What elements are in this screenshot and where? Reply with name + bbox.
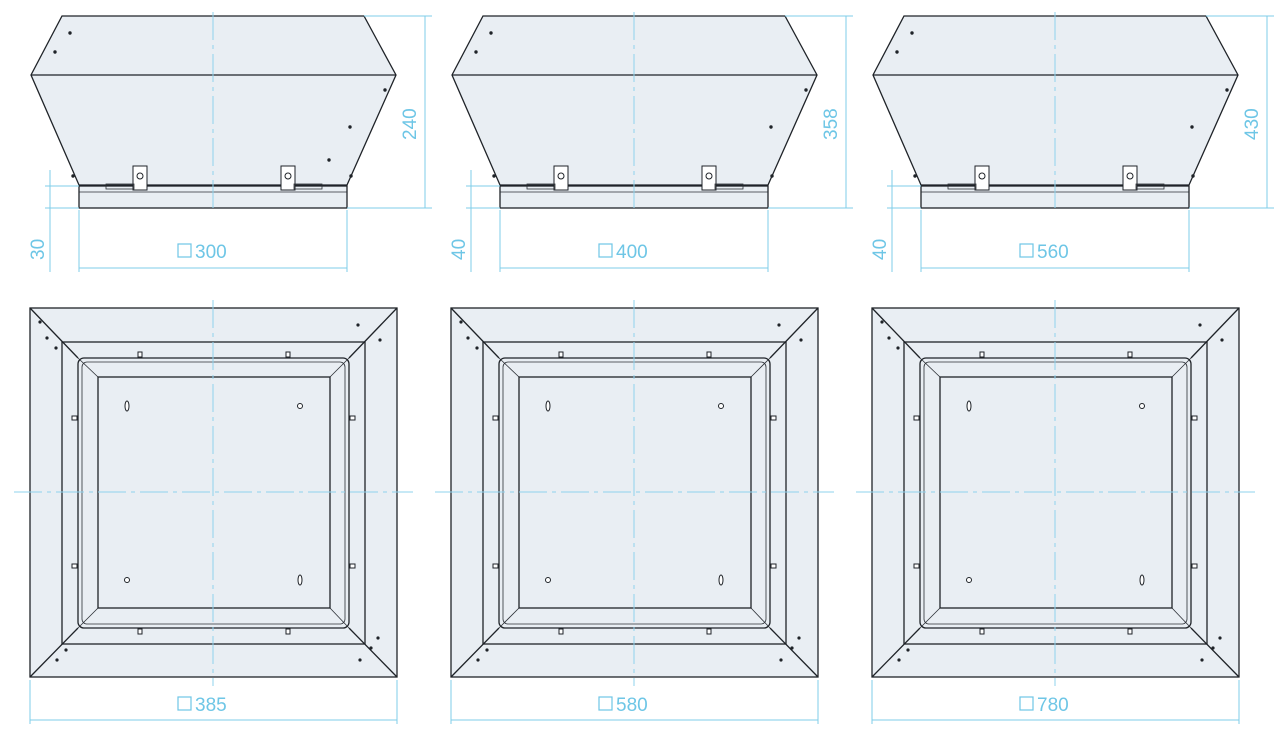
square-icon [1019, 243, 1034, 258]
top-width-label-2: 580 [616, 695, 648, 716]
square-icon [177, 696, 192, 711]
side-height-label-2: 358 [821, 108, 842, 140]
square-icon [1019, 696, 1034, 711]
side-label-group-1: 300 240 30 [28, 108, 421, 263]
top-view-2 [435, 300, 834, 724]
square-icon [177, 243, 192, 258]
side-width-label-3: 560 [1037, 242, 1069, 263]
side-base-label-2: 40 [449, 239, 470, 260]
top-label-group-3: 780 [1019, 695, 1069, 716]
side-width-label-2: 400 [616, 242, 648, 263]
side-dimensions-1 [45, 15, 432, 272]
top-label-group-2: 580 [598, 695, 648, 716]
top-view-3 [856, 300, 1255, 724]
side-view-1 [30, 12, 397, 212]
side-label-group-2: 400 358 40 [449, 108, 842, 263]
square-icon [598, 696, 613, 711]
top-width-label-3: 780 [1037, 695, 1069, 716]
side-view-3 [872, 12, 1239, 212]
top-view-1 [14, 300, 413, 724]
square-icon [598, 243, 613, 258]
top-views [14, 300, 1255, 724]
side-label-group-3: 560 430 40 [870, 108, 1263, 263]
top-width-label-1: 385 [195, 695, 227, 716]
side-height-label-3: 430 [1242, 108, 1263, 140]
side-dimensions-2 [466, 15, 853, 272]
top-label-group-1: 385 [177, 695, 227, 716]
side-base-label-1: 30 [28, 239, 49, 260]
side-dimensions-3 [887, 15, 1274, 272]
side-width-label-1: 300 [195, 242, 227, 263]
side-height-label-1: 240 [400, 108, 421, 140]
side-base-label-3: 40 [870, 239, 891, 260]
side-view-2 [451, 12, 818, 212]
